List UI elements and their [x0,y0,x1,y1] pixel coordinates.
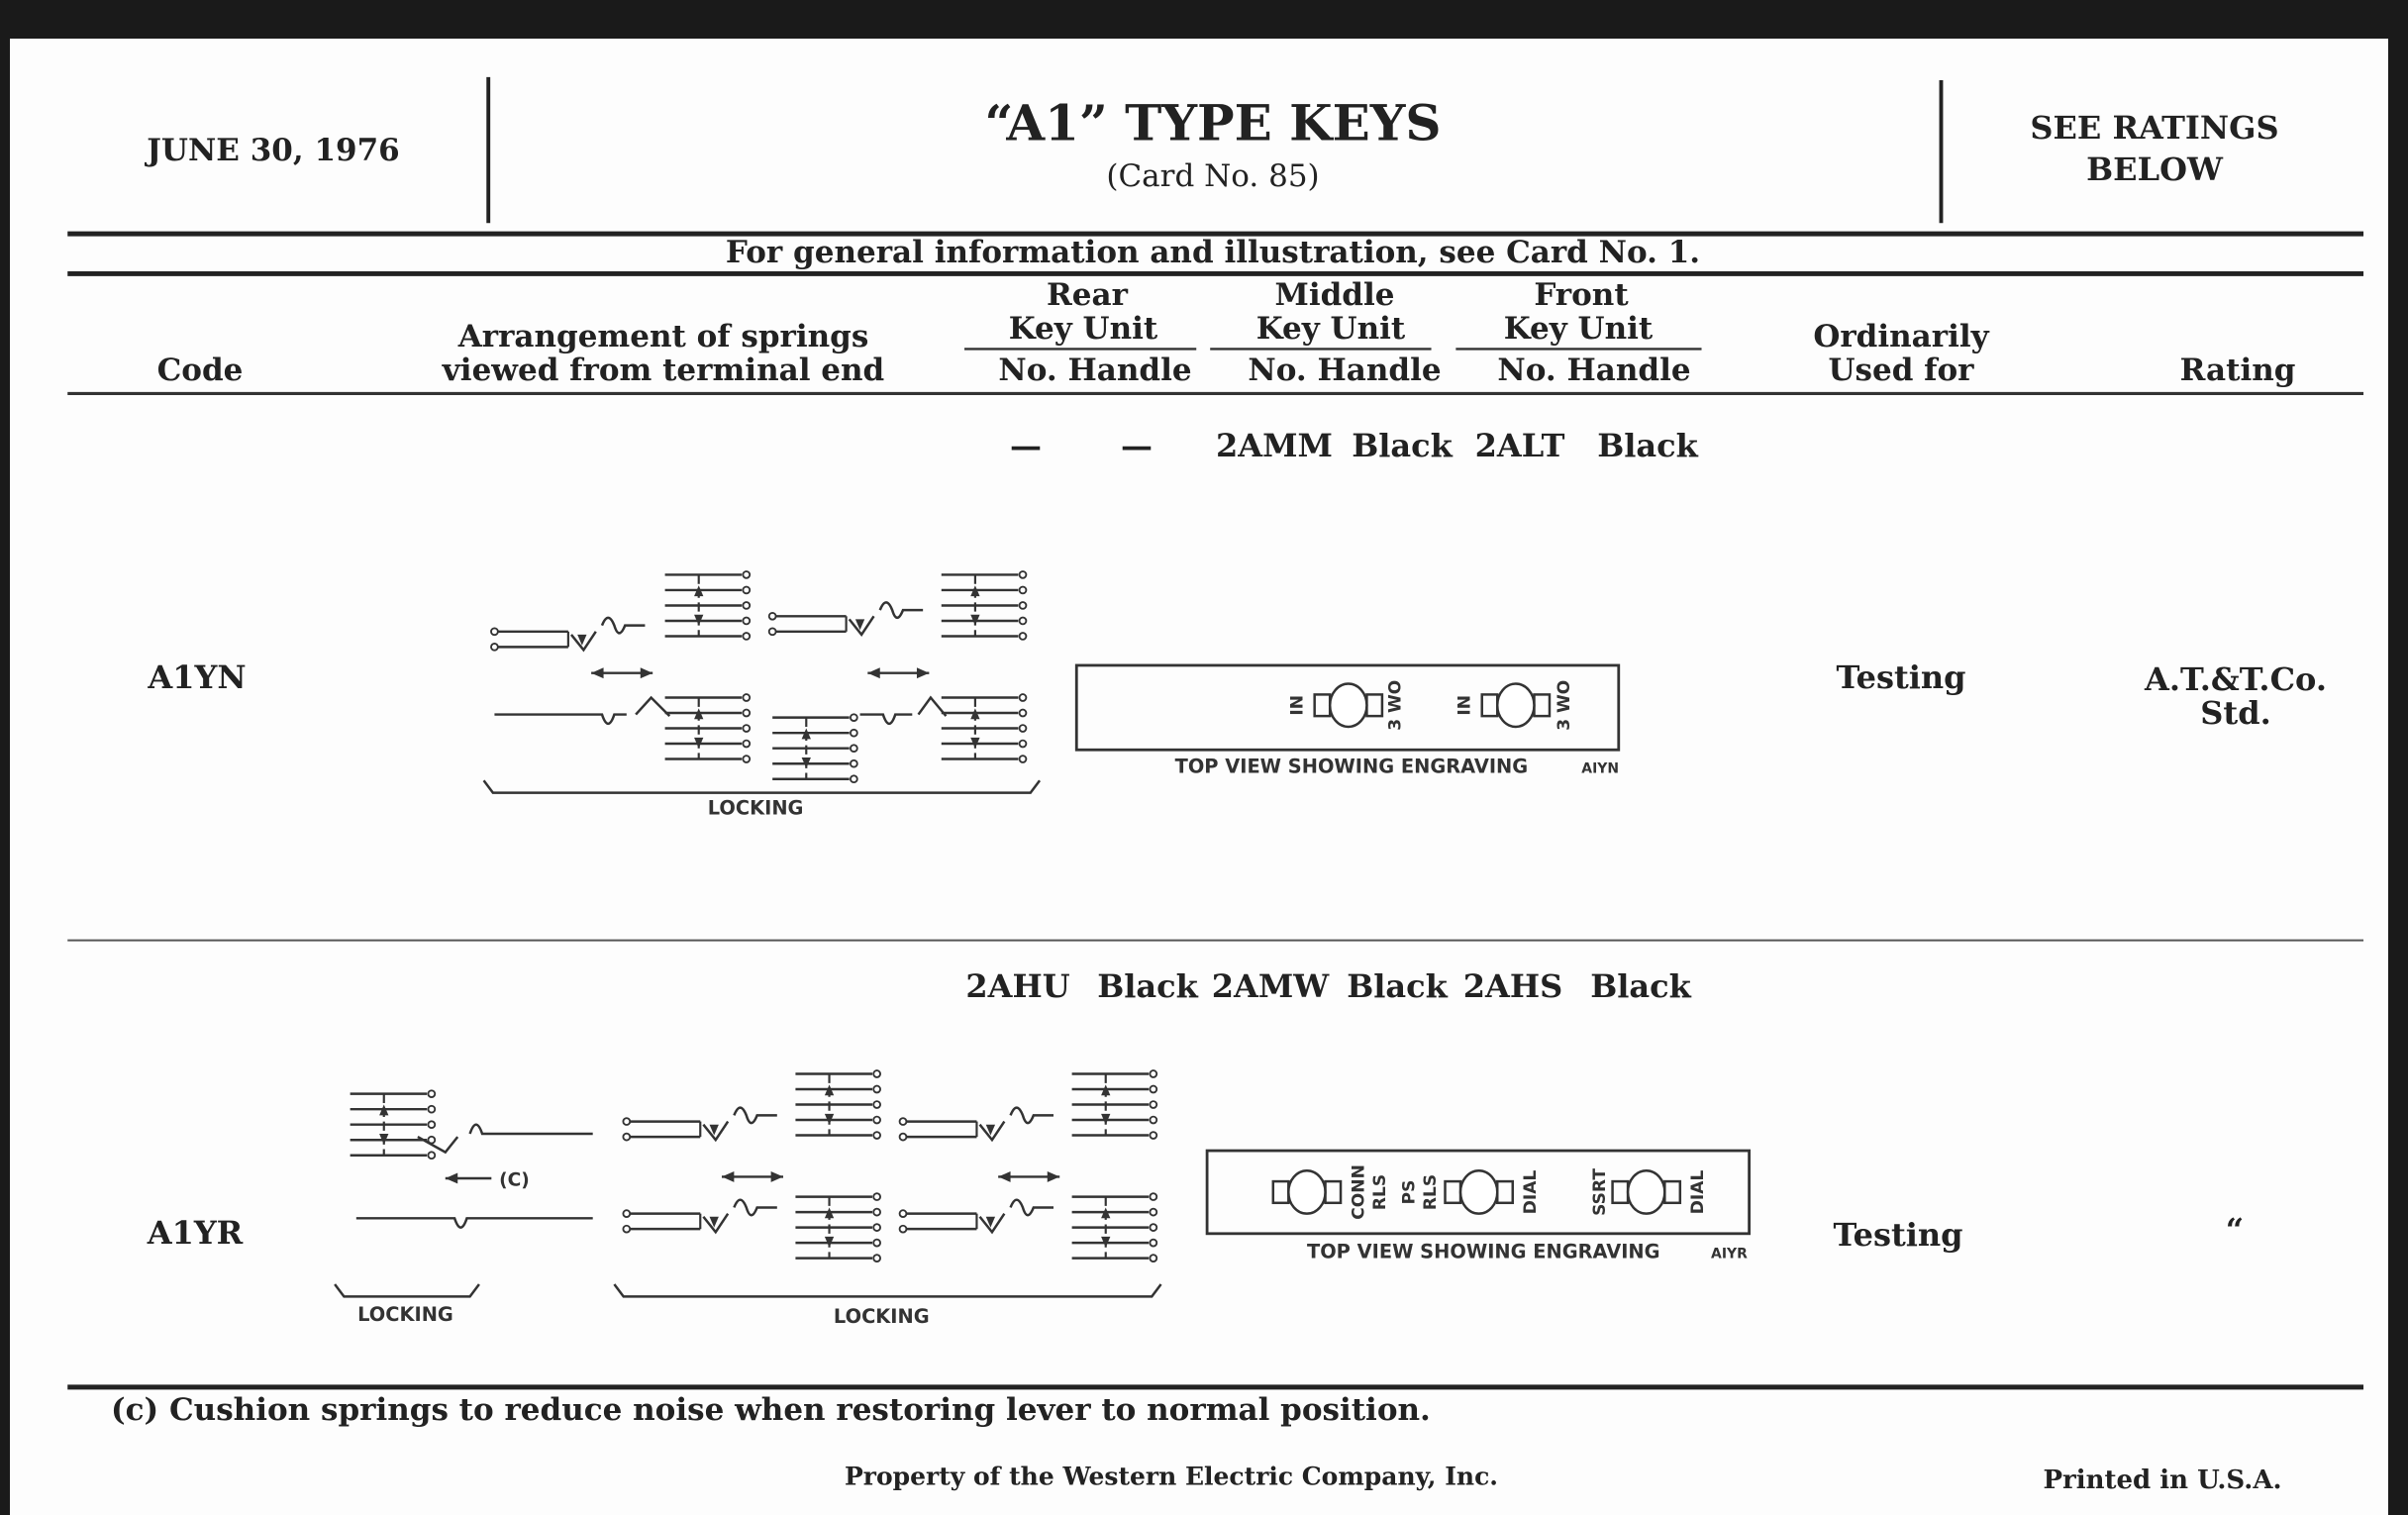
top-view-caption: TOP VIEW SHOWING ENGRAVING [1307,1241,1660,1263]
engraving-label: CONN [1349,1164,1368,1220]
col-used-line1: Ordinarily [1813,319,1989,354]
general-info-link: For general information and illustration… [725,235,1701,270]
middle-handle: Black [1347,967,1448,1005]
locking-label: LOCKING [357,1303,453,1326]
spring-diagram-a1yn: LOCKING [482,569,1042,819]
front-no: 2ALT [1474,427,1565,464]
engraving-label: IN [1455,695,1474,716]
col-arrangement-line2: viewed from terminal end [442,353,885,388]
top-view-code: AIYN [1581,761,1619,777]
col-middle-no-handle: No. Handle [1248,353,1442,388]
col-middle-key-unit: Key Unit [1255,311,1406,347]
engraving-label: SSRT [1590,1168,1610,1216]
col-rear-no-handle: No. Handle [998,353,1192,388]
row-used-for: Testing [1833,1216,1963,1254]
col-front-key-unit: Key Unit [1503,311,1654,347]
col-front-no-handle: No. Handle [1497,353,1691,388]
col-rear-key-unit: Key Unit [1008,311,1158,347]
middle-no: 2AMM [1216,427,1333,464]
footer-property: Property of the Western Electric Company… [844,1462,1499,1491]
row-code: A1YN [148,658,247,696]
top-view-caption: TOP VIEW SHOWING ENGRAVING [1175,756,1529,778]
row-code: A1YR [147,1214,244,1252]
engraving-label: RLS [1370,1174,1390,1210]
front-handle: Black [1597,427,1698,464]
top-view-code: AIYR [1711,1247,1748,1262]
row-rating-line2: Std. [2200,694,2271,732]
locking-label: LOCKING [708,796,804,819]
card-number: (Card No. 85) [1106,158,1320,194]
col-rear: Rear [1047,277,1128,313]
ratings-note-line2: BELOW [2086,151,2223,188]
rear-handle: — [1121,427,1153,464]
spring-diagram-a1yr: (C) LOCKING LOCKING [334,1068,1162,1328]
ratings-note-line1: SEE RATINGS [2030,109,2279,147]
footnote: (c) Cushion springs to reduce noise when… [111,1392,1431,1428]
footer-printed: Printed in U.S.A. [2043,1465,2282,1495]
engraving-label: 3 WO [1386,680,1406,731]
row-rating-line1: A.T.&T.Co. [2145,660,2327,698]
engraving-label: PS [1399,1180,1419,1205]
rear-handle: Black [1097,967,1198,1005]
col-used-line2: Used for [1828,353,1974,388]
col-arrangement-line1: Arrangement of springs [457,319,869,354]
locking-label: LOCKING [834,1305,930,1328]
top-view-a1yn: IN 3 WO IN 3 WO TOP VIEW SHOWING ENGRAVI… [1074,663,1621,778]
engraving-label: DIAL [1521,1170,1541,1215]
front-handle: Black [1590,967,1691,1005]
col-code: Code [156,353,244,388]
col-middle: Middle [1274,277,1395,313]
row-rating-ditto: “ [2225,1211,2245,1249]
engraving-label: 3 WO [1555,680,1574,731]
middle-no: 2AMW [1211,967,1330,1005]
col-front: Front [1534,277,1629,313]
engraving-label: RLS [1421,1174,1441,1210]
top-view-a1yr: CONN RLS PS RLS DIAL SSRT DIAL TOP VIEW … [1205,1149,1752,1263]
card-date: JUNE 30, 1976 [147,133,400,168]
rear-no: — [1010,427,1042,464]
rear-no: 2AHU [965,967,1070,1005]
col-rating: Rating [2179,353,2296,388]
engraving-label: DIAL [1688,1170,1708,1215]
row-used-for: Testing [1836,658,1966,696]
engraving-label: IN [1287,695,1307,716]
page-title: “A1” TYPE KEYS [984,93,1442,152]
front-no: 2AHS [1462,967,1563,1005]
card-paper [10,39,2388,1515]
middle-handle: Black [1352,427,1453,464]
cushion-label: (C) [499,1170,530,1191]
